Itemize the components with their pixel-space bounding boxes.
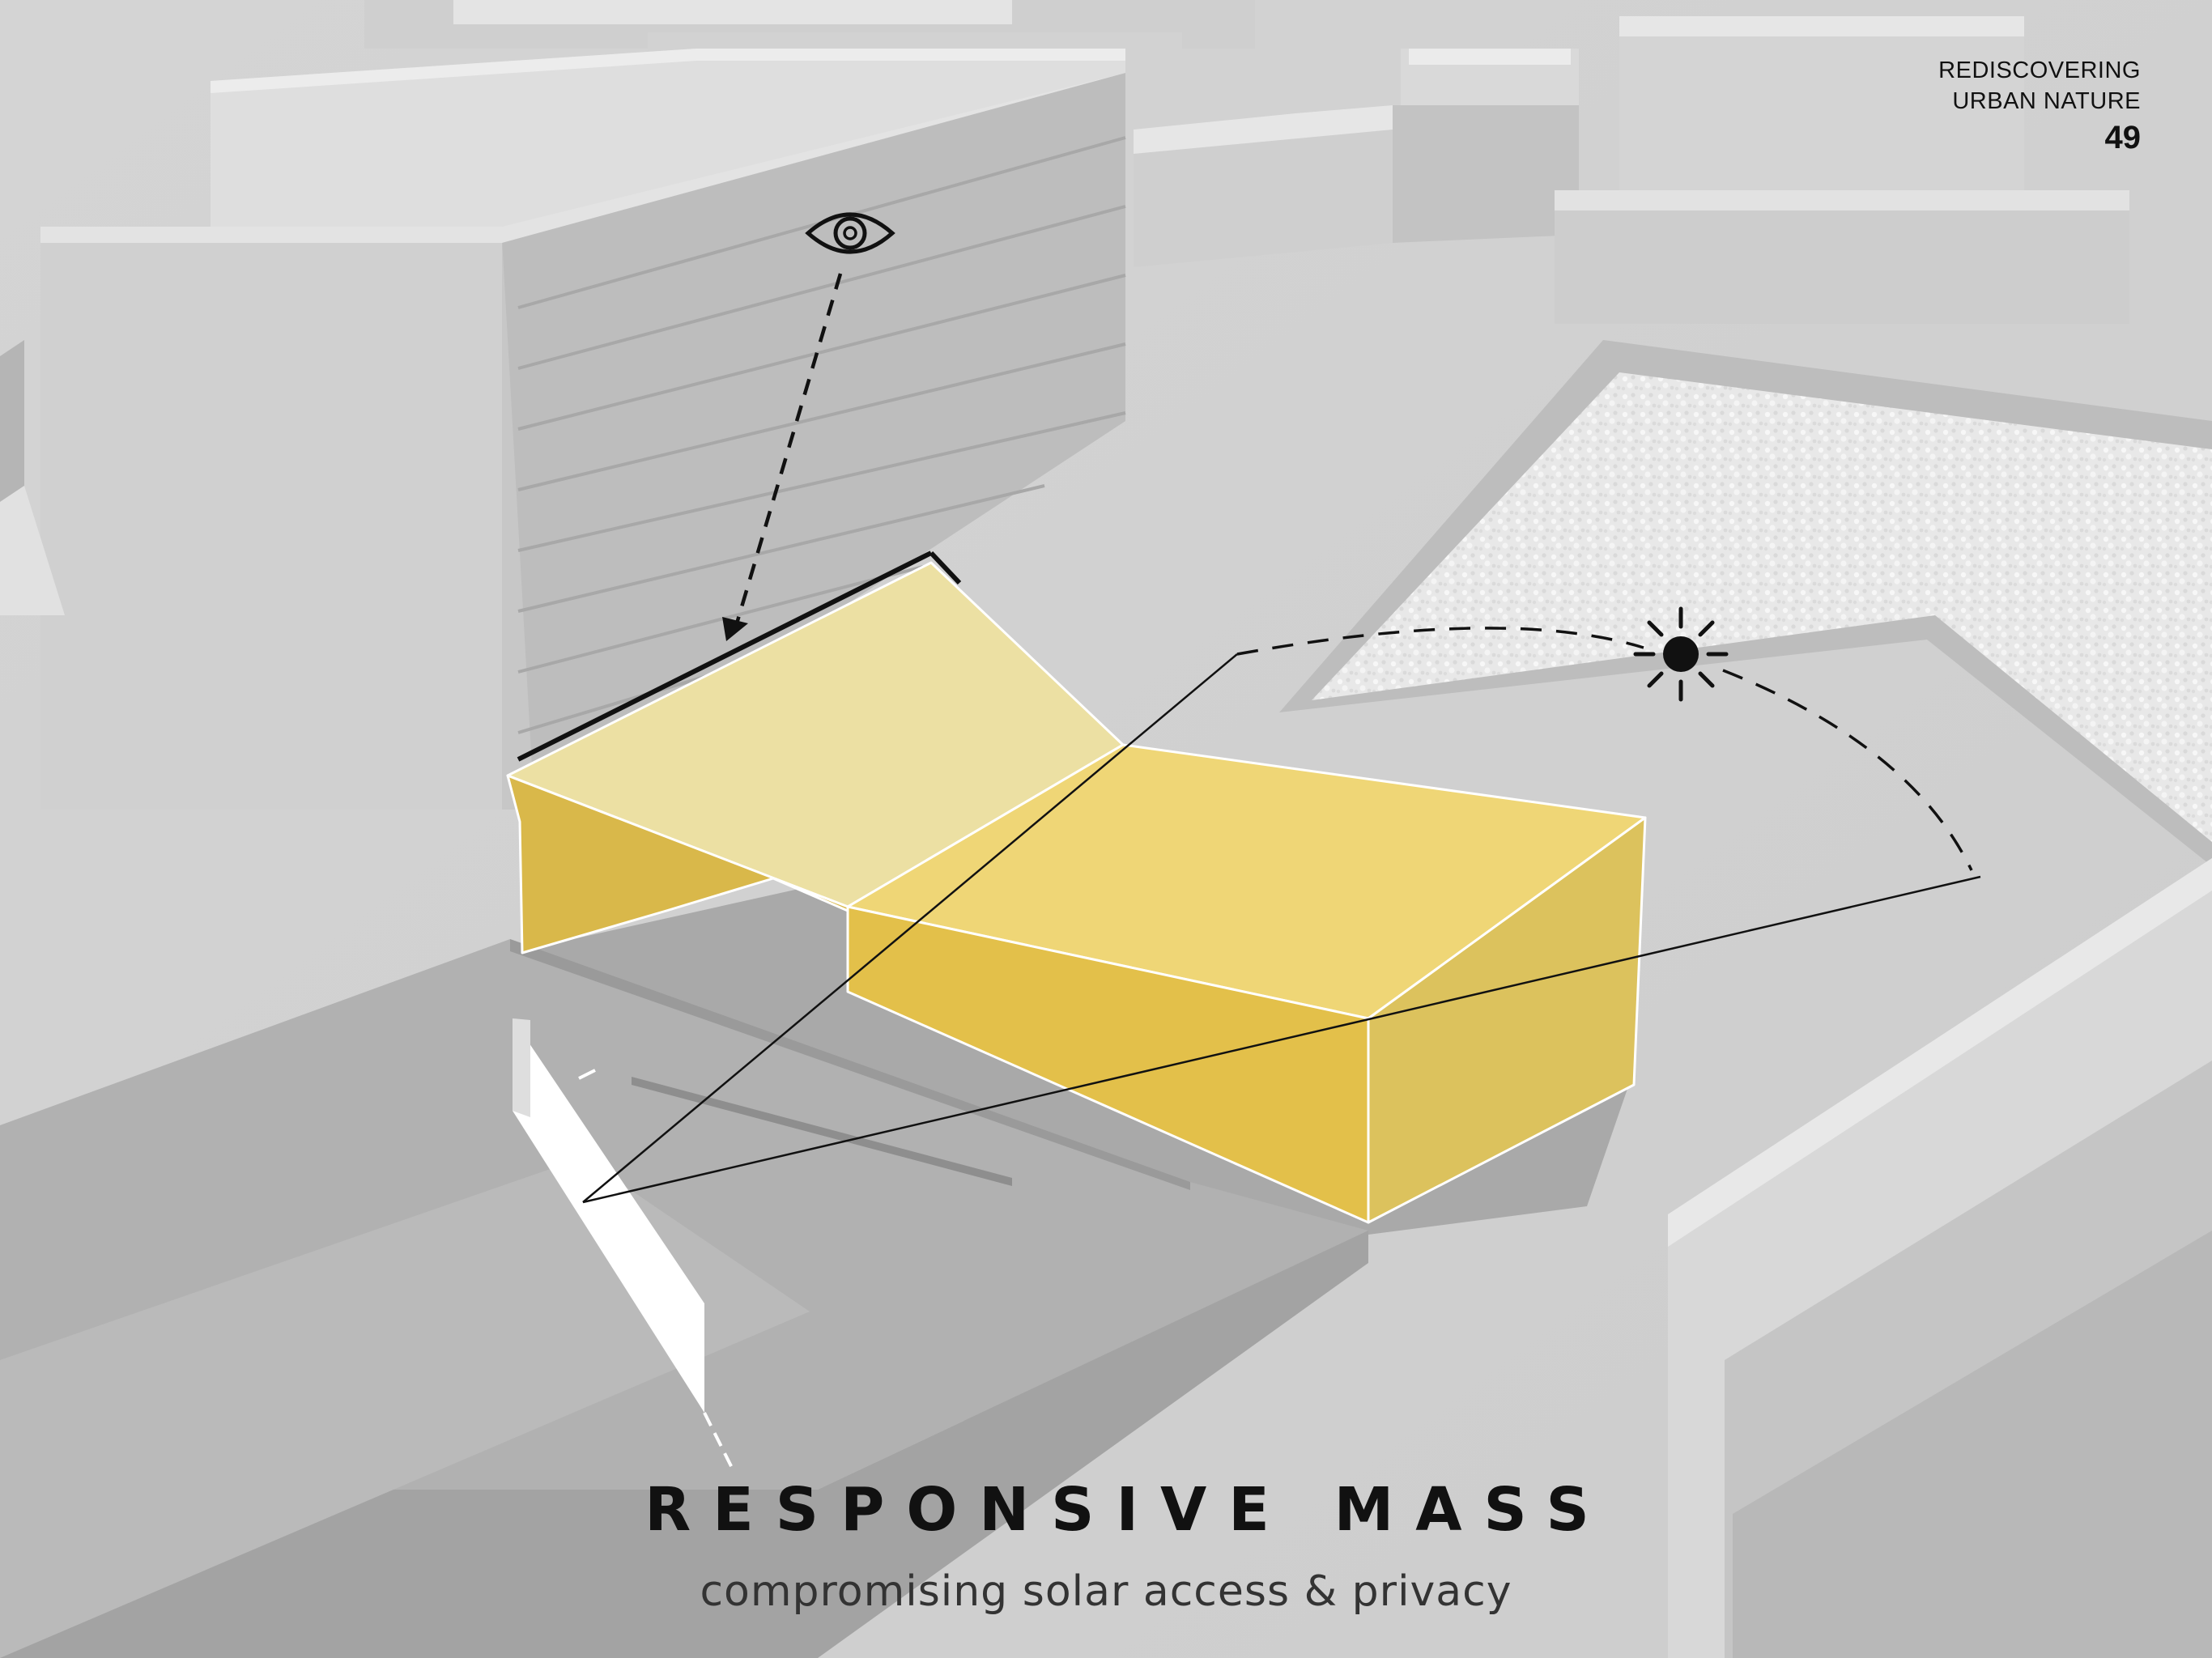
arrow-head	[722, 617, 748, 641]
eye-icon	[805, 212, 895, 254]
publication-title-line-2: URBAN NATURE	[1952, 88, 2141, 114]
document-header: REDISCOVERING URBAN NATURE 49	[1938, 55, 2141, 159]
solar-annotation	[582, 627, 1981, 1204]
podium-block	[0, 939, 1368, 1658]
publication-title-line-1: REDISCOVERING	[1938, 57, 2141, 83]
page-number: 49	[2104, 120, 2142, 155]
site-wall-panel	[513, 1018, 704, 1413]
mass-face-side	[1367, 816, 1647, 1224]
sun-icon	[1633, 606, 1729, 702]
context-building-right	[1668, 858, 2212, 1658]
diagram-title: RESPONSIVE MASS	[644, 1475, 1611, 1545]
context-buildings-back	[364, 0, 1579, 267]
diagram-subtitle: compromising solar access & privacy	[700, 1567, 1512, 1616]
gravel-courtyard	[1279, 340, 2212, 866]
privacy-annotation	[517, 273, 962, 762]
context-building-top-right	[1555, 16, 2129, 324]
